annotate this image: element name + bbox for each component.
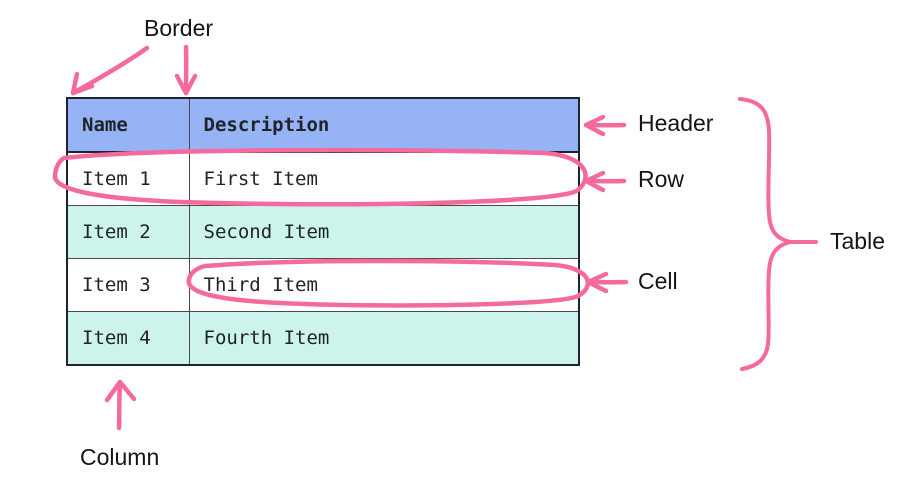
column-header-description: Description: [188, 97, 580, 153]
table-row: Item 1 First Item: [66, 151, 580, 206]
column-arrow-up-icon: [104, 379, 137, 431]
annotation-label-row: Row: [638, 166, 685, 192]
cell-row3-description: Third Item: [188, 258, 580, 312]
table-body: Item 1 First Item Item 2 Second Item Ite…: [66, 151, 580, 366]
table-header-row: Name Description: [66, 97, 580, 153]
table-row: Item 2 Second Item: [66, 205, 580, 259]
cell-row4-name: Item 4: [66, 311, 190, 366]
annotation-label-table: Table: [830, 228, 885, 254]
annotation-label-cell: Cell: [638, 268, 678, 294]
annotation-label-header: Header: [638, 110, 714, 136]
cell-row3-name: Item 3: [66, 258, 190, 312]
table-row: Item 3 Third Item: [66, 258, 580, 312]
header-row: Name Description: [66, 97, 580, 153]
cell-arrow-left-icon: [585, 271, 629, 294]
data-table: Name Description Item 1 First Item Item …: [66, 97, 580, 366]
cell-row2-name: Item 2: [66, 205, 190, 259]
table-container: Name Description Item 1 First Item Item …: [66, 97, 580, 366]
row-arrow-left-icon: [583, 170, 627, 193]
cell-row1-description: First Item: [188, 151, 580, 206]
column-header-name: Name: [66, 97, 190, 153]
header-arrow-left-icon: [583, 114, 627, 137]
table-row: Item 4 Fourth Item: [66, 311, 580, 366]
border-arrow-down-icon: [174, 44, 198, 96]
table-curly-brace-icon: [738, 97, 818, 371]
border-arrow-diagonal-icon: [70, 45, 150, 96]
annotation-label-column: Column: [80, 444, 160, 470]
cell-row1-name: Item 1: [66, 151, 190, 206]
cell-row2-description: Second Item: [188, 205, 580, 259]
annotation-label-border: Border: [144, 15, 214, 41]
cell-row4-description: Fourth Item: [188, 311, 580, 366]
